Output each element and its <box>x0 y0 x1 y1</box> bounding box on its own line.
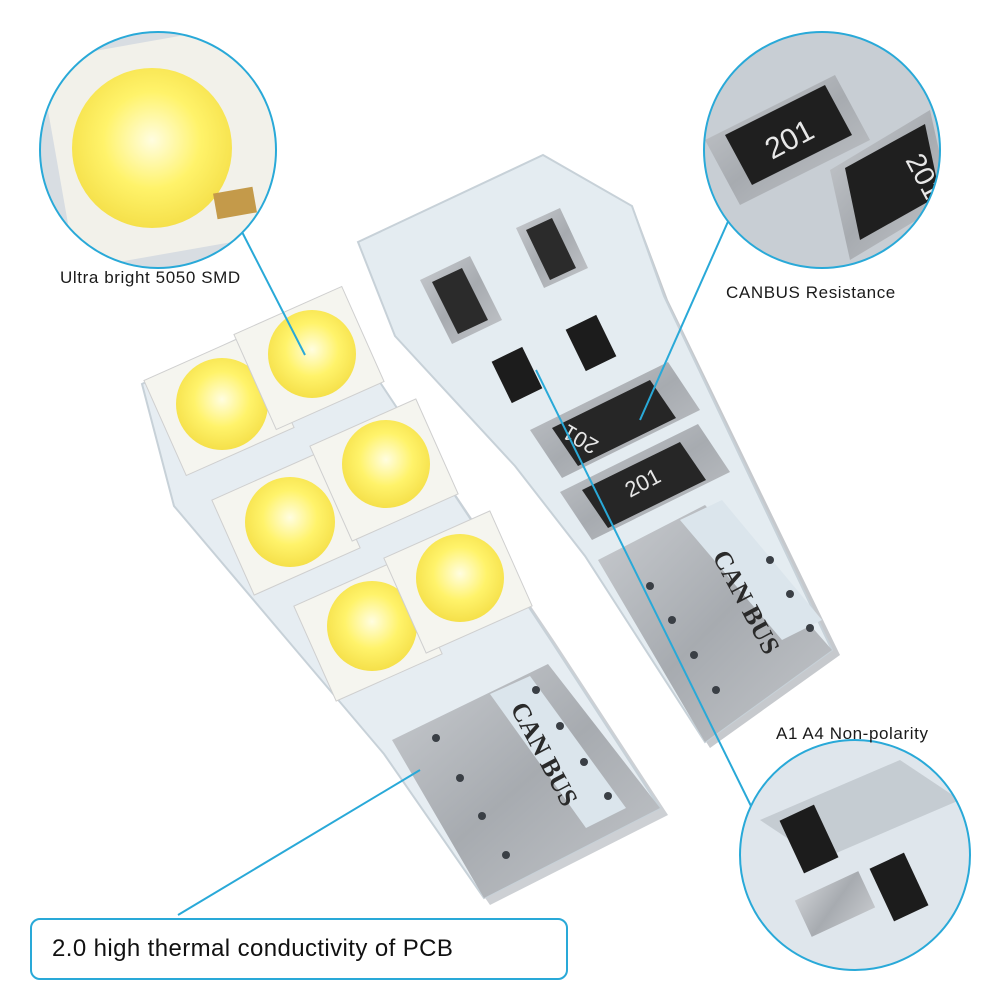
small-resistor-1 <box>420 256 502 344</box>
callout-line-pcb <box>177 769 421 916</box>
transistor-2 <box>565 314 617 372</box>
zoom-circle-polarity <box>739 739 971 971</box>
front-pcb-board: CAN BUS <box>140 285 668 905</box>
zoom-circle-led <box>39 31 277 269</box>
canbus-resistor-1: 201 <box>530 362 700 478</box>
caption-non-polarity: A1 A4 Non-polarity <box>776 724 929 743</box>
small-resistor-2 <box>516 208 588 288</box>
front-pcb-vias <box>432 686 612 859</box>
caption-ultra-bright-smd: Ultra bright 5050 SMD <box>60 268 241 287</box>
caption-pcb-thermal: 2.0 high thermal conductivity of PCB <box>52 935 454 962</box>
callout-line-resistance <box>639 189 743 421</box>
callout-lines <box>177 189 753 916</box>
back-pcb-label-strip <box>680 500 822 640</box>
pcb-feature-box: 2.0 high thermal conductivity of PCB <box>30 918 568 980</box>
callout-line-led <box>239 227 306 356</box>
led-chip-3 <box>211 452 361 596</box>
transistor-1 <box>491 346 543 404</box>
front-pcb-label-strip <box>490 676 626 828</box>
back-pcb-vias <box>646 556 814 694</box>
led-chip-4 <box>309 398 459 542</box>
back-pcb-board: CAN BUS 201 201 <box>356 153 840 748</box>
zoom-circle-resistance: 201 201 <box>703 31 941 269</box>
led-chip-6 <box>383 510 533 654</box>
led-chip-2 <box>233 285 385 431</box>
callout-line-polarity <box>535 369 753 809</box>
caption-canbus-resistance: CANBUS Resistance <box>726 283 896 302</box>
canbus-resistor-2: 201 <box>560 424 730 540</box>
